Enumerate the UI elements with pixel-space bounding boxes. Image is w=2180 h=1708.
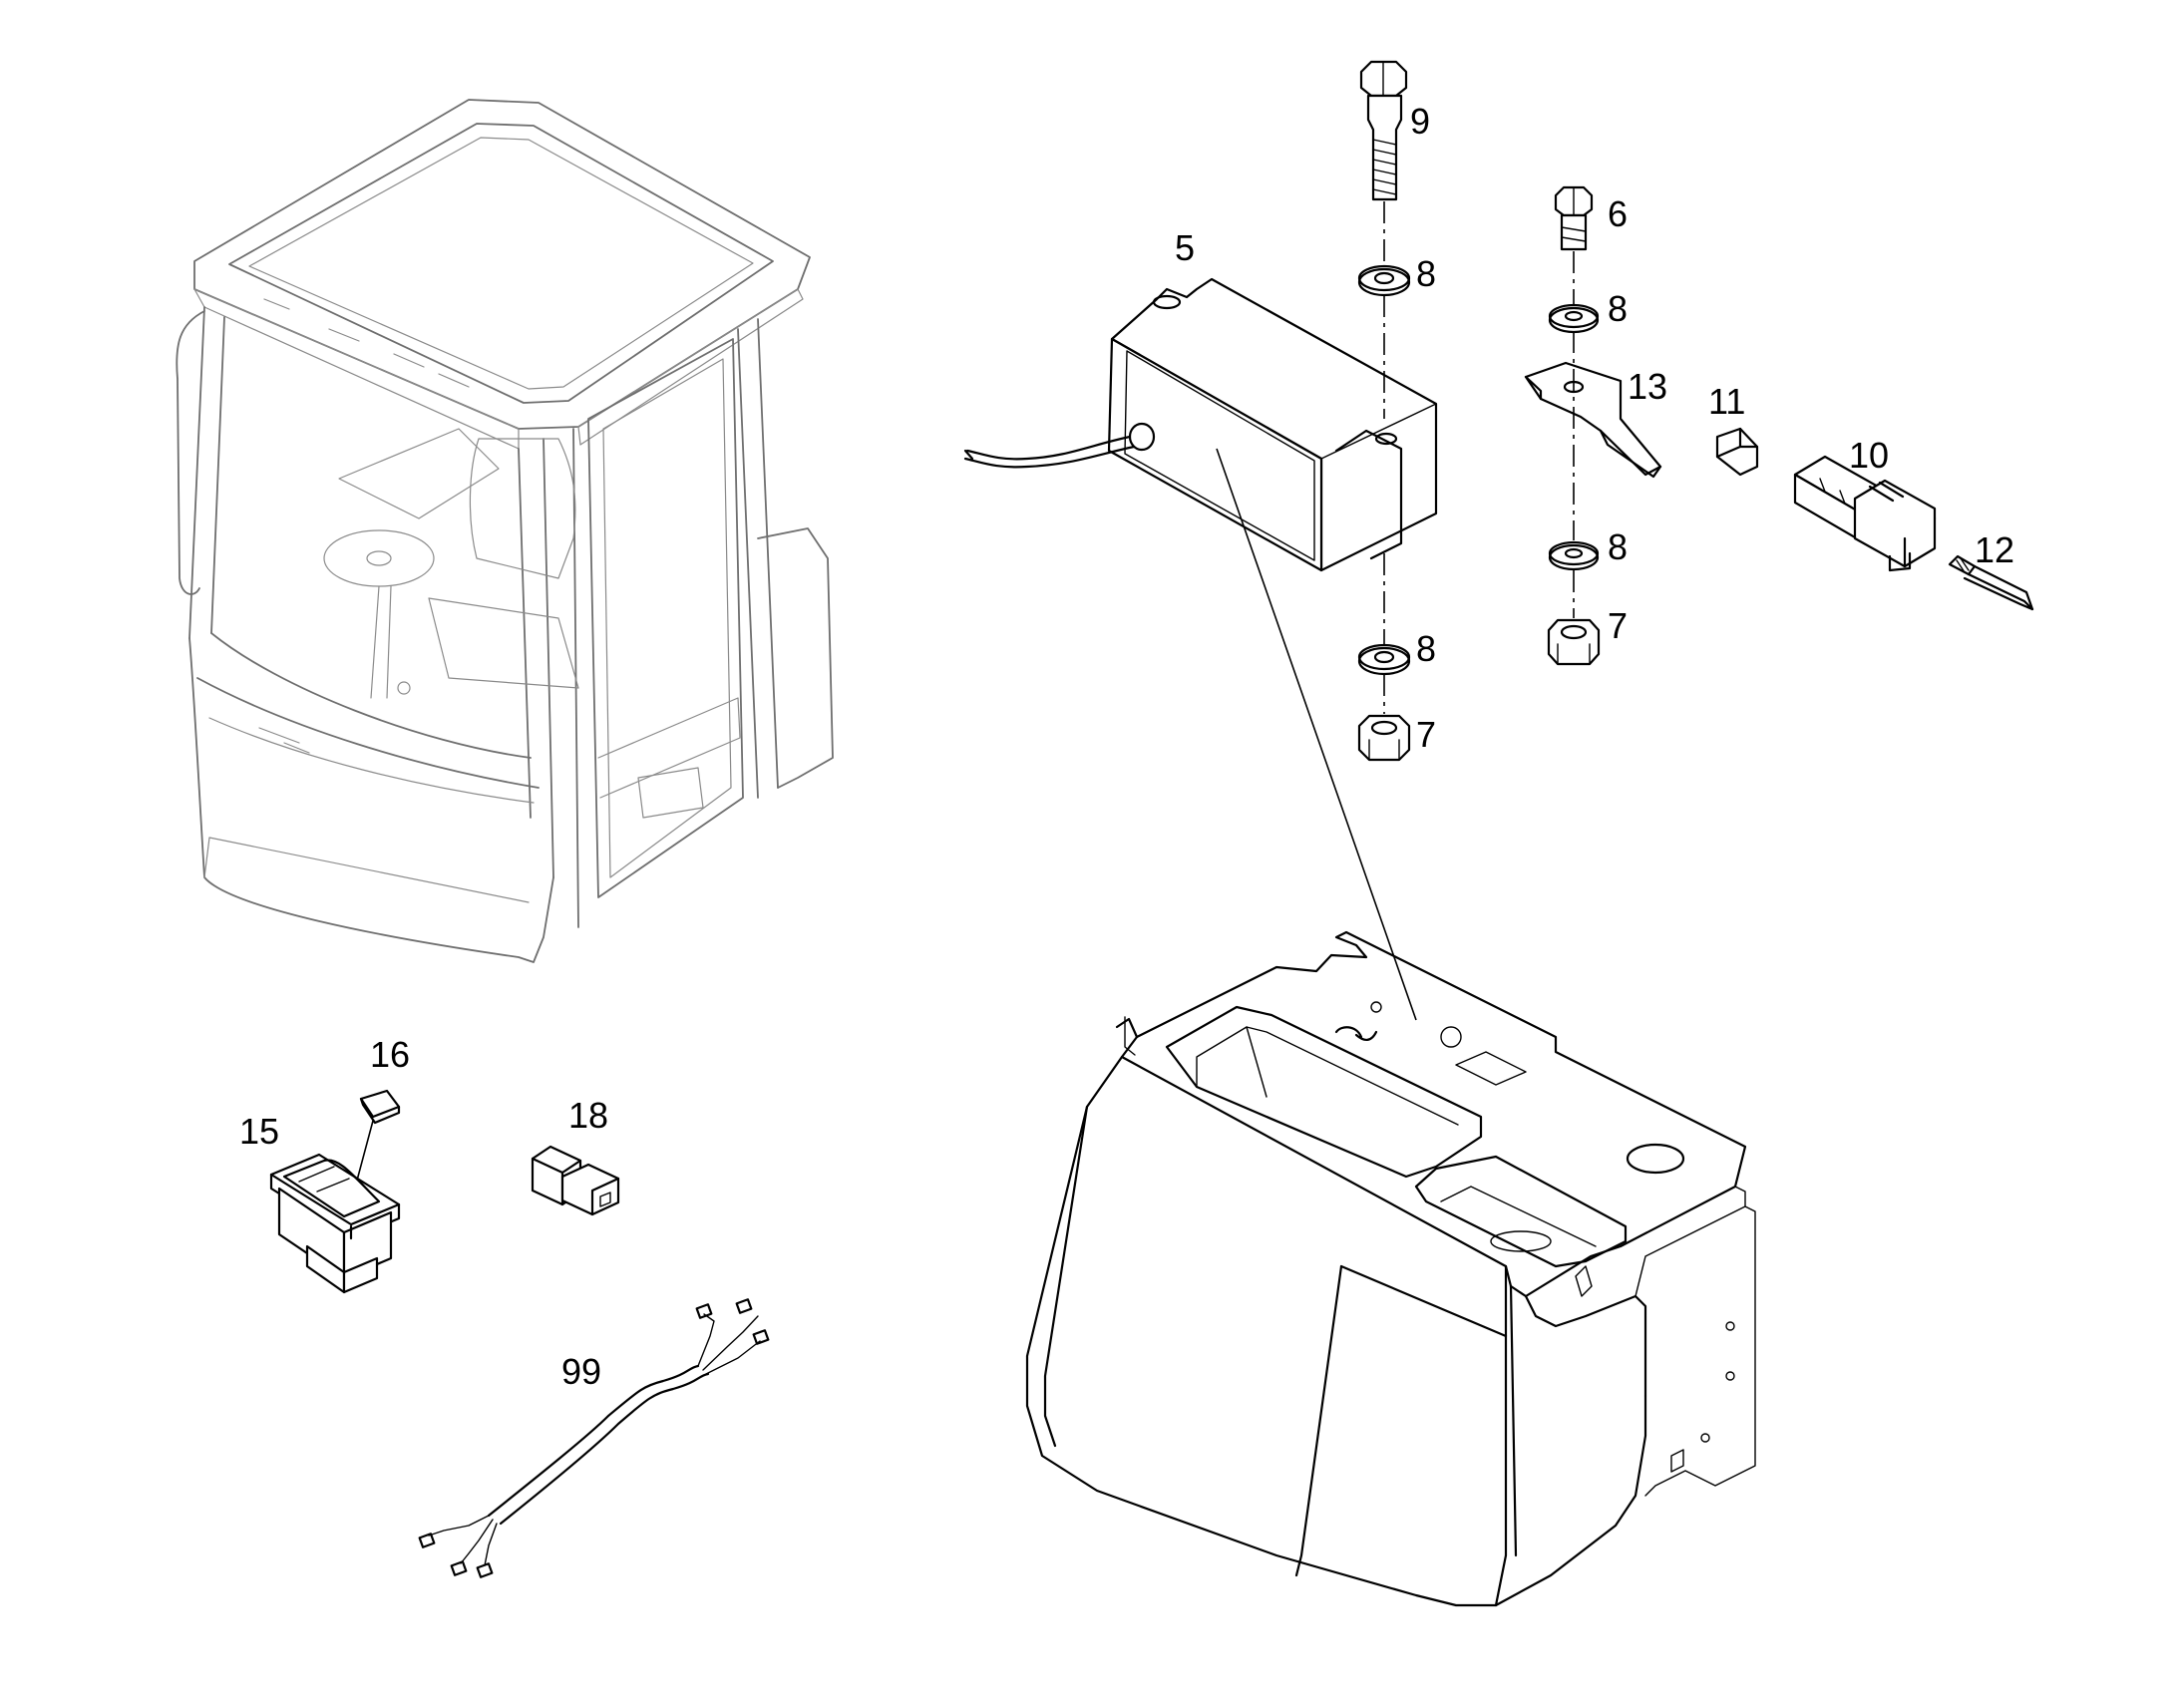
callout-6: 6	[1608, 193, 1628, 234]
callout-8-left-upper: 8	[1416, 253, 1436, 294]
part-5-control-box	[963, 277, 1438, 572]
callout-9: 9	[1410, 101, 1430, 142]
part-7-nut-left	[1357, 714, 1411, 762]
part-12-pin	[1948, 554, 2034, 611]
part-16-switch-lens	[359, 1089, 401, 1125]
callout-11: 11	[1708, 381, 1745, 422]
part-8-washer-right-lower	[1548, 540, 1600, 571]
part-15-rocker-switch	[269, 1153, 401, 1294]
callout-8-right-lower: 8	[1608, 526, 1628, 567]
part-9-bolt	[1359, 60, 1408, 201]
part-99-wiring-harness	[418, 1298, 770, 1578]
callout-12: 12	[1975, 529, 2014, 570]
part-8-washer-upper	[1357, 264, 1411, 297]
callout-16: 16	[370, 1034, 410, 1075]
callout-7-left: 7	[1416, 714, 1436, 755]
leader-5	[1216, 448, 1417, 1021]
part-11-wedge-lock	[1715, 427, 1759, 477]
part-6-bolt	[1554, 185, 1594, 251]
console-housing	[1025, 930, 1756, 1607]
callout-7-right: 7	[1608, 605, 1628, 646]
callout-8-right-upper: 8	[1608, 288, 1628, 329]
callout-13: 13	[1628, 366, 1667, 407]
cab-illustration	[176, 99, 834, 963]
part-10-connector	[1793, 455, 1937, 572]
callout-15: 15	[239, 1111, 279, 1152]
part-18-connector	[531, 1145, 620, 1216]
callout-10: 10	[1849, 435, 1889, 476]
callout-99: 99	[561, 1351, 601, 1392]
part-8-washer-lower	[1357, 643, 1411, 676]
callout-8-left-lower: 8	[1416, 628, 1436, 669]
part-8-washer-right-upper	[1548, 303, 1600, 334]
callout-5: 5	[1175, 227, 1195, 268]
part-7-nut-right	[1547, 618, 1601, 666]
callout-18: 18	[568, 1095, 608, 1136]
part-13-bracket	[1524, 361, 1662, 479]
